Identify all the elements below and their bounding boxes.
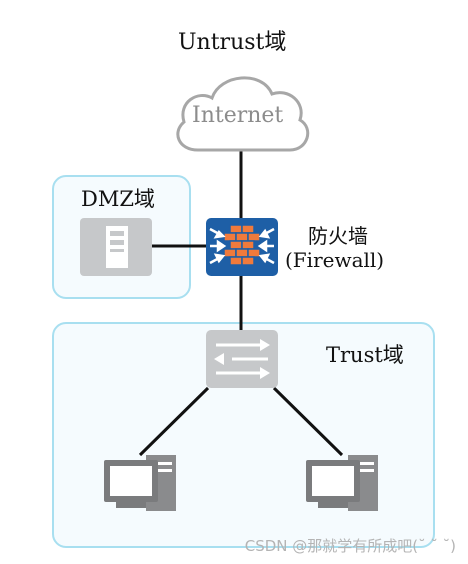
- link-switch-pc-right: [272, 386, 344, 457]
- cloud-icon: [176, 76, 310, 152]
- trust-zone-title: Trust域: [326, 343, 404, 367]
- pc-icon: [306, 455, 378, 511]
- internet-label: Internet: [192, 103, 284, 128]
- untrust-zone-title: Untrust域: [178, 30, 287, 55]
- dmz-zone-title: DMZ域: [81, 187, 155, 211]
- pc-icon: [104, 455, 176, 511]
- links: [138, 150, 344, 457]
- firewall-icon: [206, 218, 278, 276]
- firewall-label: 防火墙: [308, 224, 368, 248]
- switch-icon: [206, 330, 278, 388]
- firewall-label-english: (Firewall): [285, 248, 385, 272]
- link-switch-pc-left: [138, 386, 210, 457]
- server-icon: [80, 218, 152, 276]
- watermark: CSDN @那就学有所成吧(˘ ˘ ˘): [244, 537, 456, 555]
